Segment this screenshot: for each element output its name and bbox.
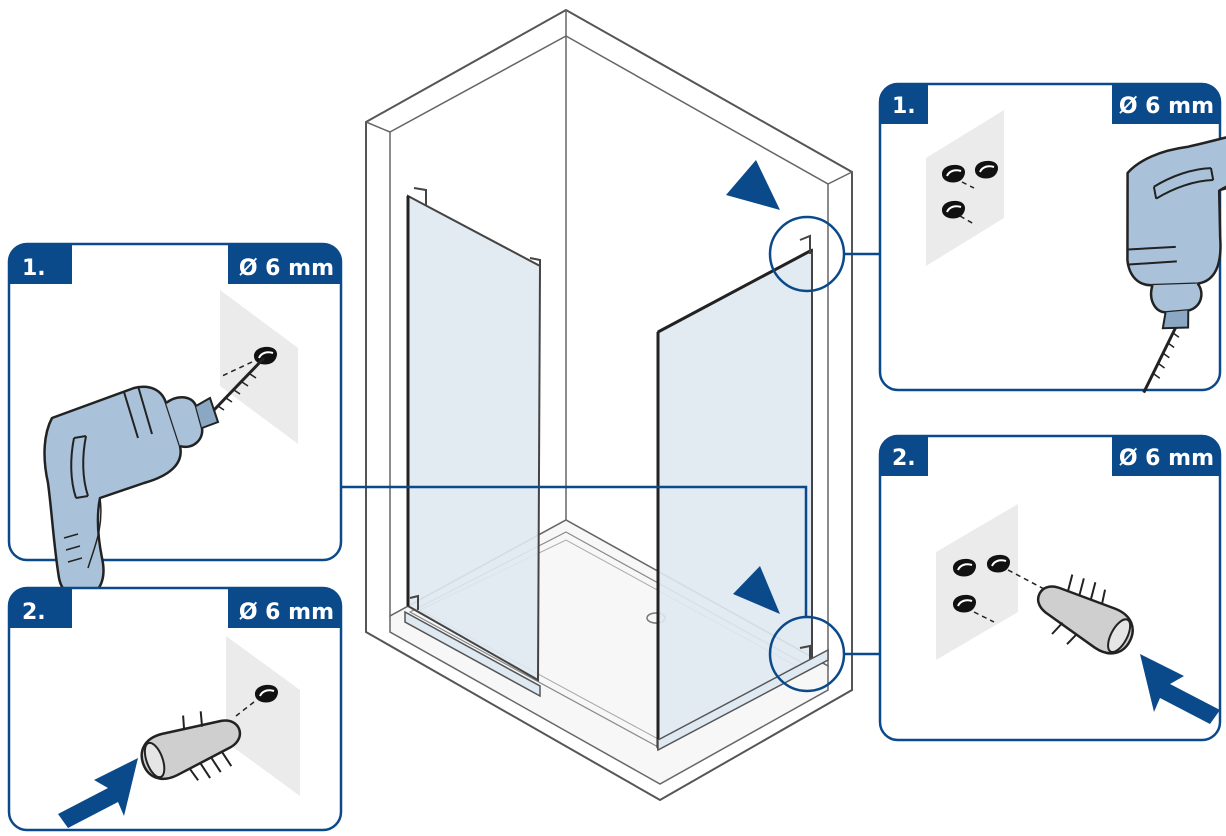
drill-diameter-label: Ø 6 mm	[1119, 446, 1214, 471]
wall-patch	[226, 636, 300, 796]
step-number: 2.	[22, 600, 46, 625]
size-badge	[1112, 84, 1220, 124]
pointer-arrow-icon	[733, 566, 780, 614]
size-badge	[1112, 436, 1220, 476]
panel-left-dowel: 2. Ø 6 mm	[7, 586, 343, 832]
step-badge	[880, 84, 928, 124]
panel-left-drill: 1. Ø 6 mm	[7, 242, 343, 600]
drill-diameter-label: Ø 6 mm	[1119, 94, 1214, 119]
pointer-arrow-icon	[726, 160, 780, 210]
callout-lines	[341, 252, 880, 656]
panel-right-dowel: 2. Ø 6 mm	[878, 434, 1222, 742]
step-badge	[9, 588, 72, 628]
step-badge	[9, 244, 72, 284]
step-number: 2.	[892, 446, 916, 471]
step-number: 1.	[22, 256, 46, 281]
step-number: 1.	[892, 94, 916, 119]
drill-diameter-label: Ø 6 mm	[239, 600, 334, 625]
wall-patch	[926, 110, 1004, 266]
drill-diameter-label: Ø 6 mm	[239, 256, 334, 281]
panel-right-drill: 1. Ø 6 mm	[878, 82, 1226, 395]
shower-enclosure-illustration	[365, 8, 853, 802]
step-badge	[880, 436, 928, 476]
wall-patch	[936, 504, 1018, 660]
size-badge	[228, 244, 341, 284]
wall-patch	[220, 290, 298, 444]
size-badge	[228, 588, 341, 628]
